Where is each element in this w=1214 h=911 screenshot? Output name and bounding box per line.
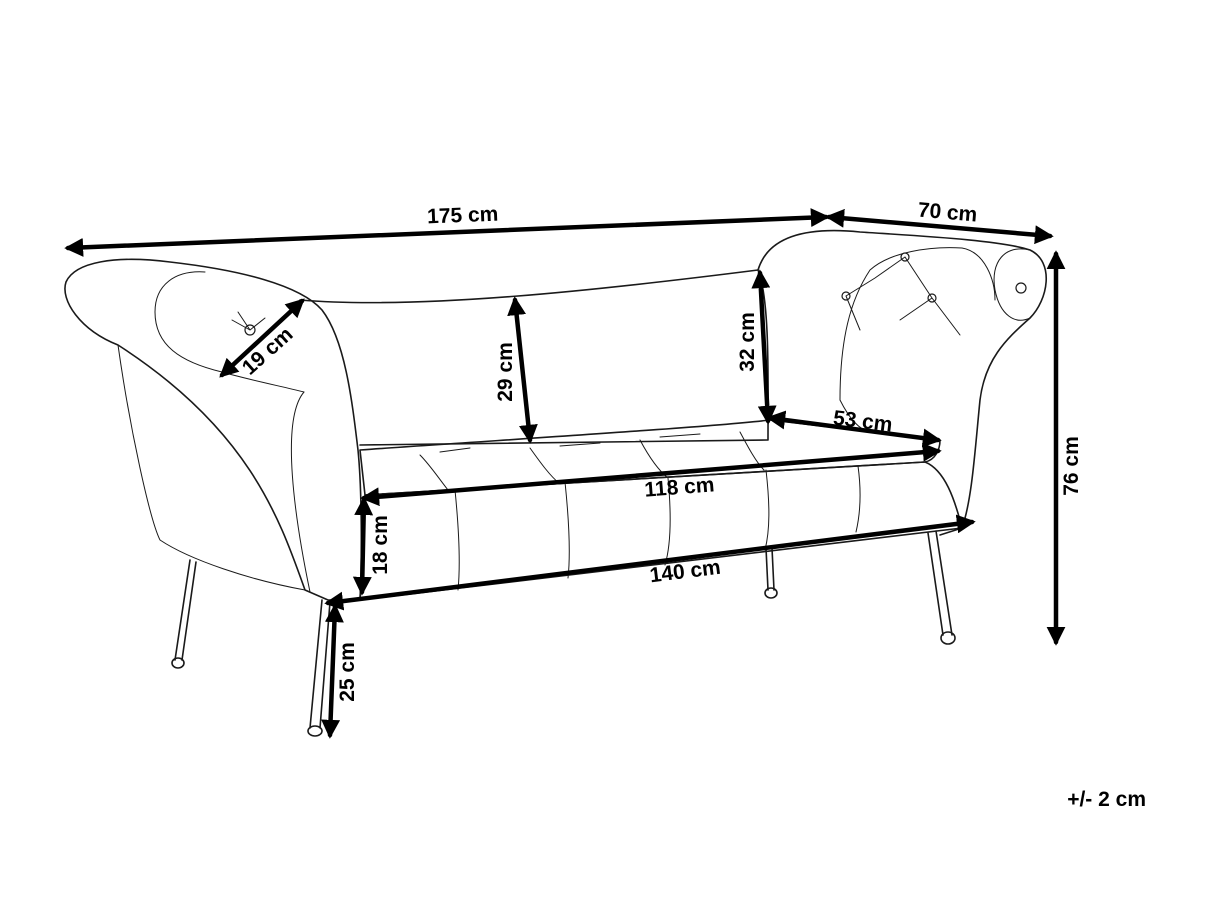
left-armrest [64, 258, 363, 601]
arrow-total-width [64, 208, 830, 257]
dimension-labels: 175 cm 70 cm 76 cm 19 cm 29 cm 32 cm 53 … [238, 199, 1146, 811]
arrow-seat-cushion-height [352, 496, 374, 596]
arrow-back-height-left [507, 296, 538, 444]
dimension-arrows [64, 208, 1066, 739]
tuft-button [1015, 282, 1027, 294]
arrow-total-depth [825, 208, 1054, 245]
arrow-armrest-roll [219, 298, 305, 378]
label-seat-width: 118 cm [644, 473, 716, 501]
arrow-seat-depth [766, 410, 942, 448]
label-leg-height: 25 cm [336, 642, 359, 702]
tolerance-note: +/- 2 cm [1067, 788, 1146, 811]
right-armrest [757, 229, 1047, 536]
arrow-base-width [324, 514, 976, 611]
label-total-depth: 70 cm [917, 199, 978, 227]
backrest-tufts [841, 252, 1027, 336]
label-total-height: 76 cm [1060, 436, 1083, 496]
label-seat-depth: 53 cm [832, 407, 894, 437]
label-back-height-right: 32 cm [736, 312, 759, 372]
arrow-leg-height [321, 603, 344, 739]
arrow-seat-width [360, 442, 942, 507]
arrow-back-height-right [751, 269, 777, 425]
label-total-width: 175 cm [427, 203, 499, 229]
label-seat-cushion-height: 18 cm [369, 515, 392, 575]
backrest [299, 269, 769, 446]
sofa-legs [171, 530, 956, 737]
label-back-height-left: 29 cm [494, 342, 517, 402]
